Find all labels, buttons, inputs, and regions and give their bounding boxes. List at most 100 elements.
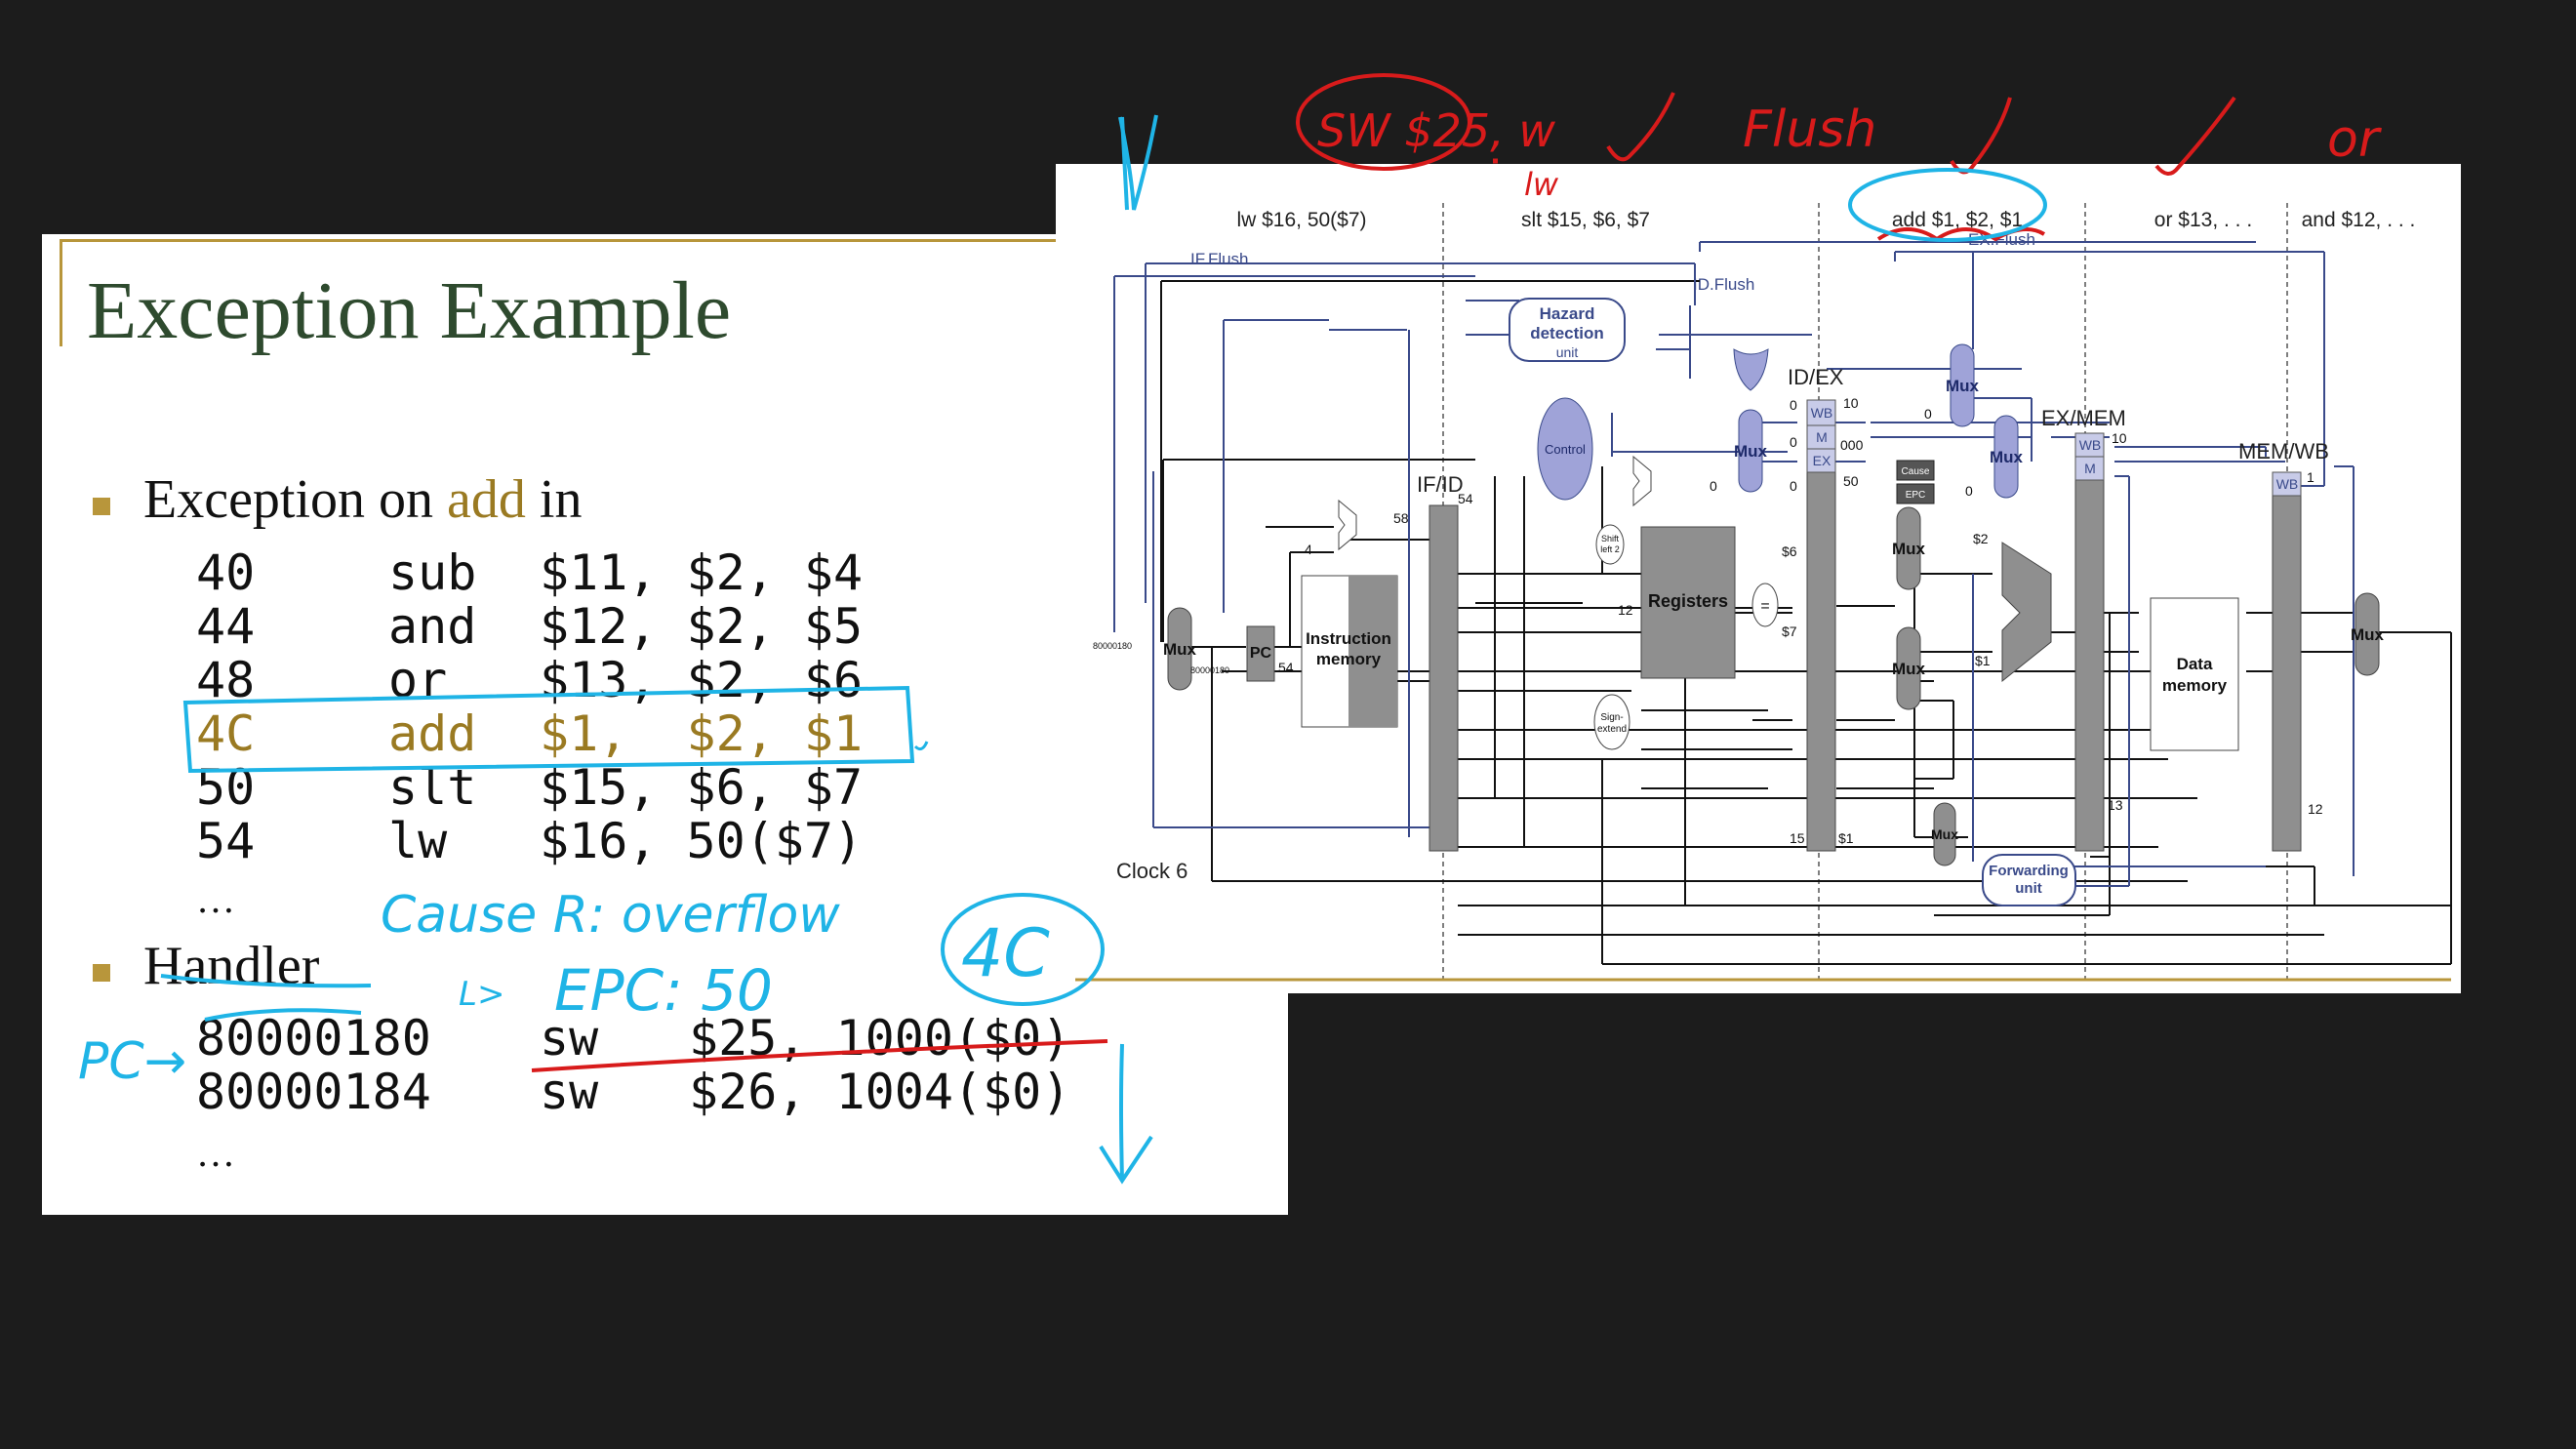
imem-line1: Instruction — [1306, 629, 1391, 648]
exmem-register — [2074, 432, 2105, 852]
control-wires — [1113, 241, 2355, 887]
hazard-line2: detection — [1530, 324, 1604, 342]
regdst-mux-label: Mux — [1931, 826, 1958, 842]
stage-label-wb: and $12, . . . — [2302, 209, 2416, 231]
pc-mux — [1167, 607, 1192, 691]
bullet-exception: Exception on add in — [143, 468, 582, 531]
ex-flush-mux — [1950, 343, 1975, 427]
value-80000180-b: 80000180 — [1190, 665, 1229, 675]
code-args: $12, $2, $5 — [540, 598, 864, 655]
branch-adder — [1632, 455, 1652, 507]
dmem-line2: memory — [2162, 676, 2228, 695]
bullet-handler: Handler — [143, 936, 320, 996]
memwb-register — [2272, 471, 2302, 852]
clock-label: Clock 6 — [1116, 859, 1187, 883]
pc-adder — [1338, 499, 1357, 551]
ex-flush-label: EX.Flush — [1968, 230, 2035, 249]
flush-or-gate — [1733, 348, 1769, 391]
sw-circle-annotation — [1296, 73, 1471, 171]
shift-line2: left 2 — [1600, 544, 1620, 554]
handler-args: $26, 1004($0) — [689, 1064, 1071, 1120]
forwarding-line1: Forwarding — [1989, 863, 2069, 879]
value-r1-a: $1 — [1975, 653, 1991, 668]
alu — [2001, 542, 2052, 683]
bullet-exception-keyword: add — [447, 469, 526, 530]
regdst-mux — [1933, 802, 1956, 866]
wb-mux — [2355, 592, 2380, 676]
stage-label-ex: add $1, $2, $1 — [1892, 209, 2023, 231]
value-54-a: 54 — [1458, 491, 1473, 506]
idex-register — [1806, 426, 1836, 852]
handler-addr: 80000180 — [196, 1010, 431, 1067]
exmem-wb-label: WB — [2079, 437, 2102, 453]
exmem-m-label: M — [2084, 461, 2096, 476]
handler-addr: 80000184 — [196, 1064, 431, 1120]
forward-b-mux — [1896, 626, 1921, 710]
handler-ellipsis: … — [196, 1131, 235, 1175]
code-op: lw — [388, 813, 448, 869]
code-addr-highlight: 4C — [196, 705, 256, 762]
value-0-d: 0 — [1710, 478, 1717, 494]
pc-mux-label: Mux — [1163, 640, 1197, 659]
code-op: and — [388, 598, 477, 655]
idex-label: ID/EX — [1788, 365, 1844, 389]
pipeline-datapath-svg: lw $16, 50($7) slt $15, $6, $7 add $1, $… — [1075, 203, 2452, 984]
bullet-exception-prefix: Exception on — [143, 469, 434, 530]
register-file — [1640, 526, 1736, 679]
value-80000180-a: 80000180 — [1093, 641, 1132, 651]
data-memory — [2150, 597, 2239, 751]
value-0-a: 0 — [1790, 397, 1797, 413]
imem-line2: memory — [1316, 650, 1382, 668]
code-args: $15, $6, $7 — [540, 759, 864, 816]
check-mark-icon — [1606, 92, 1675, 162]
ex-flush-mux-label: Mux — [1946, 377, 1980, 395]
forward-b-mux-label: Mux — [1892, 660, 1926, 678]
value-54-b: 54 — [1278, 660, 1294, 675]
value-13: 13 — [2108, 797, 2123, 813]
memwb-wb-label: WB — [2276, 476, 2299, 492]
sign-line2: extend — [1597, 724, 1627, 735]
dmem-line1: Data — [2177, 655, 2213, 673]
registers-label: Registers — [1648, 591, 1728, 611]
handler-op: sw — [540, 1064, 599, 1120]
code-op: slt — [388, 759, 477, 816]
value-12-b: 12 — [2308, 801, 2323, 817]
forward-a-mux — [1896, 506, 1921, 590]
code-op: sub — [388, 544, 477, 601]
forwarding-unit — [1982, 854, 2076, 906]
value-r1-b: $1 — [1838, 830, 1854, 846]
cause-label: Cause — [1902, 466, 1930, 477]
flush-annotation-text: Flush — [1743, 101, 1876, 159]
stage-label-id: slt $15, $6, $7 — [1521, 209, 1650, 231]
memwb-label: MEM/WB — [2238, 439, 2329, 463]
sign-line1: Sign- — [1600, 712, 1623, 723]
ex-mux — [1993, 415, 2019, 499]
id-flush-label: ID.Flush — [1693, 275, 1754, 294]
code-op: or — [388, 652, 448, 708]
wb-mux-label: Mux — [2351, 625, 2385, 644]
value-r7: $7 — [1782, 624, 1797, 639]
code-args: $11, $2, $4 — [540, 544, 864, 601]
check-mark-icon — [2154, 96, 2236, 176]
hazard-line1: Hazard — [1540, 304, 1595, 323]
pipeline-diagram: lw $16, 50($7) slt $15, $6, $7 add $1, $… — [1056, 164, 2461, 993]
stage-label-mem: or $13, . . . — [2154, 209, 2252, 231]
hazard-detection-unit — [1509, 298, 1626, 362]
code-op-highlight: add — [388, 705, 477, 762]
bullet-marker — [93, 964, 110, 982]
value-0-f: 0 — [1965, 483, 1973, 499]
value-0-b: 0 — [1790, 434, 1797, 450]
mux-group — [1167, 343, 2380, 866]
sw-annotation-text: SW $25, w — [1317, 104, 1555, 157]
code-args: $16, 50($7) — [540, 813, 864, 869]
value-12: 12 — [1618, 602, 1633, 618]
value-58: 58 — [1393, 510, 1409, 526]
code-addr: 48 — [196, 652, 256, 708]
slide-title: Exception Example — [87, 265, 732, 356]
cause-register — [1896, 460, 1935, 481]
code-args: $13, $2, $6 — [540, 652, 864, 708]
value-r2: $2 — [1973, 531, 1989, 546]
epc-label: EPC — [1906, 490, 1926, 501]
ifid-register — [1429, 504, 1459, 852]
ex-mux-label: Mux — [1990, 448, 2024, 466]
